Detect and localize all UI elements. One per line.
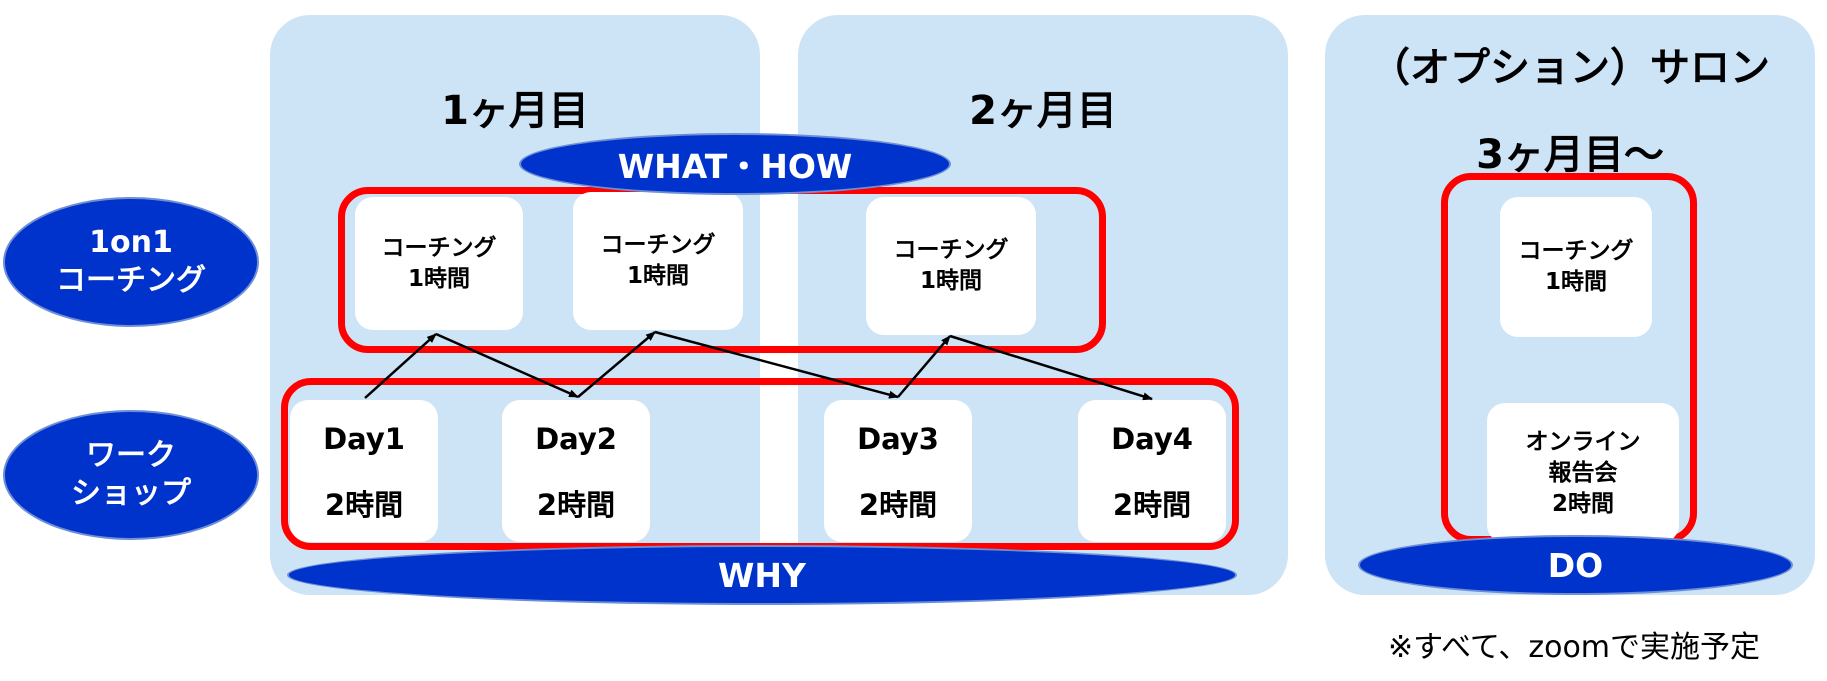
online-report-line: 2時間 [1551,490,1614,517]
day-label: Day3 [857,422,939,456]
online-report-line: 報告会 [1548,459,1618,486]
what-how-band: WHAT・HOW [519,133,951,195]
arrow-coaching1-to-day2 [435,332,579,399]
coaching-card-title: コーチング [893,237,1009,263]
day-label: Day4 [1111,422,1193,456]
arrow-day3-to-coaching3 [897,335,951,398]
option-salon-heading: （オプション）サロン [1370,45,1770,91]
month3-heading: 3ヶ月目～ [1476,132,1664,178]
arrow-coaching2-to-day3 [654,330,899,399]
arrow-day2-to-coaching2 [577,331,656,398]
do-band: DO [1358,535,1793,595]
coaching-card-title: コーチング [1518,238,1634,264]
footnote: ※すべて、zoomで実施予定 [1388,630,1761,665]
month1-heading: 1ヶ月目 [441,88,589,134]
workshop-day-card: Day1 2時間 [290,400,438,542]
arrow-coaching3-to-day4 [949,334,1153,401]
coaching-card: コーチング 1時間 [1500,197,1652,337]
day-duration: 2時間 [1112,488,1192,522]
coaching-card-duration: 1時間 [626,263,689,289]
month2-heading: 2ヶ月目 [969,88,1117,134]
day-duration: 2時間 [858,488,938,522]
label-1on1-coaching: 1on1 コーチング [3,197,259,327]
label-line: ショップ [71,476,191,511]
coaching-card-duration: 1時間 [407,265,470,292]
label-line: ワーク [86,438,176,473]
why-band: WHY [287,545,1237,605]
label-line: 1on1 [89,225,173,260]
label-line: コーチング [56,263,206,298]
workshop-day-card: Day3 2時間 [824,400,972,542]
coaching-card-title: コーチング [381,234,497,261]
day-label: Day2 [535,422,617,456]
day-duration: 2時間 [324,488,404,522]
arrow-day1-to-coaching1 [364,333,437,399]
day-label: Day1 [323,422,405,456]
workshop-day-card: Day4 2時間 [1078,400,1226,542]
coaching-card: コーチング 1時間 [866,197,1036,335]
coaching-card: コーチング 1時間 [355,197,523,330]
coaching-card-title: コーチング [600,232,716,258]
online-report-card: オンライン 報告会 2時間 [1487,403,1679,543]
coaching-card-duration: 1時間 [919,268,982,294]
day-duration: 2時間 [536,488,616,522]
online-report-line: オンライン [1525,428,1641,455]
coaching-card: コーチング 1時間 [573,192,743,330]
workshop-day-card: Day2 2時間 [502,400,650,542]
label-workshop: ワーク ショップ [3,410,259,540]
coaching-card-duration: 1時間 [1544,269,1607,295]
